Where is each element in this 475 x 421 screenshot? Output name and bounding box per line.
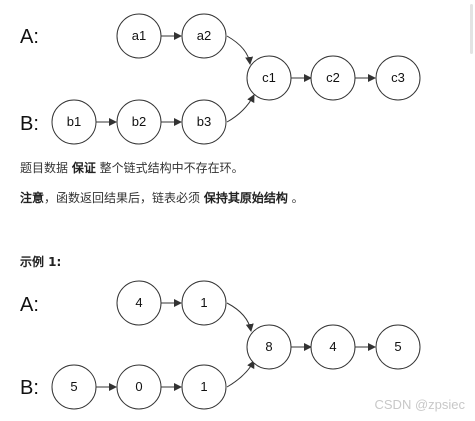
node-ex-c3: 5 [375,324,421,370]
example-list-b-label: B: [20,377,39,399]
node-ex-c1: 8 [246,324,292,370]
node-b3-label: b3 [197,114,211,129]
diagram-2: A: B: 4 1 5 0 1 [0,272,475,421]
line2-suffix: 。 [287,191,304,205]
node-b3: b3 [181,99,227,145]
node-ex-a2: 1 [181,280,227,326]
node-ex-b1-label: 5 [70,379,77,394]
scrollbar[interactable] [470,4,473,54]
example-heading: 示例 1: [20,255,62,269]
node-ex-b2: 0 [116,364,162,410]
node-ex-a1: 4 [116,280,162,326]
line1-bold: 保证 [71,161,96,175]
node-ex-c2: 4 [310,324,356,370]
node-b2-label: b2 [132,114,146,129]
example-list-a-label: A: [20,294,39,316]
node-ex-a2-label: 1 [200,295,207,310]
list-b-label: B: [20,113,39,135]
line2-bold-note: 注意 [20,191,45,205]
node-b2: b2 [116,99,162,145]
edge-a2-c1 [226,35,254,65]
node-c3: c3 [375,55,421,101]
edge-b1-8 [226,360,255,388]
node-c1-label: c1 [262,70,276,85]
node-c2: c2 [310,55,356,101]
node-ex-a1-label: 4 [135,295,142,310]
line2-middle: ，函数返回结果后，链表必须 [44,191,204,205]
line2-bold-structure: 保持其原始结构 [203,191,288,205]
node-ex-b3-label: 1 [200,379,207,394]
node-a2-label: a2 [197,28,211,43]
node-a1-label: a1 [132,28,146,43]
keep-structure-note: 注意，函数返回结果后，链表必须 保持其原始结构 。 [20,190,304,206]
no-cycle-note: 题目数据 保证 整个链式结构中不存在环。 [20,160,244,176]
node-a2: a2 [181,13,227,59]
line1-suffix: 整个链式结构中不存在环。 [95,161,244,175]
node-b1: b1 [51,99,97,145]
node-c3-label: c3 [391,70,405,85]
diagram-1: A: B: a1 a2 b1 b2 b3 [0,0,475,150]
node-ex-b1: 5 [51,364,97,410]
node-b1-label: b1 [67,114,81,129]
node-ex-b2-label: 0 [135,379,142,394]
list-a-label: A: [20,26,39,48]
node-ex-c2-label: 4 [329,339,336,354]
watermark: CSDN @zpsiec [374,397,466,412]
node-a1: a1 [116,13,162,59]
edge-b3-c1 [226,94,255,123]
node-c2-label: c2 [326,70,340,85]
edge-1-8 [226,302,254,332]
node-c1: c1 [246,55,292,101]
line1-prefix: 题目数据 [20,161,72,175]
node-ex-b3: 1 [181,364,227,410]
node-ex-c3-label: 5 [394,339,401,354]
node-ex-c1-label: 8 [265,339,272,354]
